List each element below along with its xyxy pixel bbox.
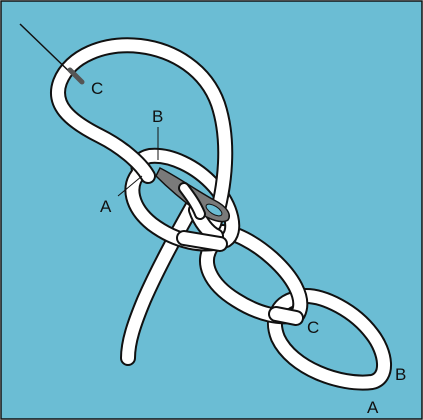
label-needle-c: C bbox=[91, 79, 103, 98]
label-loop-b: B bbox=[152, 107, 163, 126]
working-thread-tail bbox=[120, 192, 204, 366]
label-lower-c: C bbox=[307, 318, 319, 337]
thread-through-needle bbox=[178, 182, 206, 220]
label-end-a: A bbox=[367, 398, 379, 417]
leader-a bbox=[117, 175, 143, 197]
label-loop-a: A bbox=[100, 197, 112, 216]
thread-crossing-lower bbox=[268, 306, 304, 326]
needle-shaft bbox=[19, 23, 77, 79]
chain-loop-bottom bbox=[267, 288, 393, 391]
chain-loop-top bbox=[124, 147, 241, 252]
needle-end bbox=[67, 67, 85, 85]
working-thread-big-loop bbox=[50, 37, 234, 232]
label-end-b: B bbox=[395, 365, 406, 384]
